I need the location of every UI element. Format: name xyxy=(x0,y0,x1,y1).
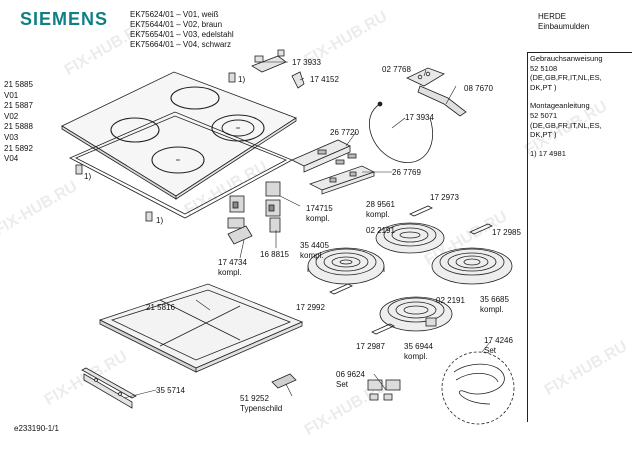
part-label: kompl. xyxy=(404,352,428,361)
footnote-marker: 1) xyxy=(84,172,92,181)
variant-entry: 21 5888 xyxy=(4,122,33,132)
part-label: kompl. xyxy=(480,305,504,314)
manual-note: Gebrauchsanweisung 52 5108 (DE,GB,FR,IT,… xyxy=(530,54,632,92)
side-notes: Gebrauchsanweisung 52 5108 (DE,GB,FR,IT,… xyxy=(530,54,632,167)
model-line: EK75624/01 – V01, weiß xyxy=(130,10,219,19)
variant-entry: 21 5885 xyxy=(4,80,33,89)
note-line: Montageanleitung xyxy=(530,101,590,111)
note-line: Gebrauchsanweisung xyxy=(530,54,603,63)
heating-element xyxy=(307,247,385,285)
variant-entry: 21 5887 xyxy=(4,101,33,111)
part-label: 26 7720 xyxy=(330,128,359,137)
part-label: 17 4152 xyxy=(310,75,339,84)
part-label: 17 4246 xyxy=(484,336,513,345)
part-label: Set xyxy=(336,380,349,389)
part-label: 17 2992 xyxy=(296,303,325,312)
part-label: kompl. xyxy=(366,210,390,219)
part-label: 35 5714 xyxy=(156,386,185,395)
variant-entry: V02 xyxy=(4,111,19,121)
part-label: 02 2191 xyxy=(436,296,465,305)
model-line: EK75654/01 – V03, edelstahl xyxy=(130,30,234,39)
heating-element xyxy=(379,296,453,332)
note-line: 1) 17 4981 xyxy=(530,148,566,158)
model-line: EK75644/01 – V02, braun xyxy=(130,20,223,29)
footnote-marker: 1) xyxy=(238,75,246,84)
part-label: kompl. xyxy=(300,251,324,260)
part-label: 17 2985 xyxy=(492,228,521,237)
part-label: Typenschild xyxy=(240,404,283,413)
part-label: 17 2973 xyxy=(430,193,459,202)
part-label: 51 9252 xyxy=(240,394,269,403)
divider xyxy=(527,52,528,422)
part-label: 28 9561 xyxy=(366,200,395,209)
note-line: DK,PT ) xyxy=(530,130,557,140)
part-label: Set xyxy=(484,346,497,355)
variant-list: 21 5885 V01 21 5887 V02 21 5888 V03 21 5… xyxy=(4,80,33,165)
part-label: 02 2191 xyxy=(366,226,395,235)
part-label: 08 7670 xyxy=(464,84,493,93)
part-label: 26 7769 xyxy=(392,168,421,177)
part-label: 17 4734 xyxy=(218,258,247,267)
footnote-marker: 1) xyxy=(156,216,164,225)
part-label: 17 3933 xyxy=(292,58,321,67)
note-line: (DE,GB,FR,IT,NL,ES, xyxy=(530,120,602,130)
model-line: EK75664/01 – V04, schwarz xyxy=(130,40,231,49)
bottom-tray xyxy=(98,283,304,373)
part-label: kompl. xyxy=(306,214,330,223)
control-board xyxy=(291,139,376,195)
mounting-rail xyxy=(81,367,137,409)
variant-entry: 21 5892 xyxy=(4,143,33,153)
variant-entry: V04 xyxy=(4,154,19,164)
part-label: 06 9624 xyxy=(336,370,365,379)
category-subtitle: Einbaumulden xyxy=(538,22,590,31)
part-label: 16 8815 xyxy=(260,250,289,259)
note-line: 52 5108 xyxy=(530,63,558,73)
variant-entry: V03 xyxy=(4,132,19,142)
heating-element xyxy=(431,247,513,285)
part-label: 35 6685 xyxy=(480,295,509,304)
mounting-clip xyxy=(75,72,236,222)
control-part xyxy=(251,49,305,89)
diagram-id: e233190-1/1 xyxy=(14,424,59,433)
installation-note: Montageanleitung 52 5071 (DE,GB,FR,IT,NL… xyxy=(530,101,632,139)
terminal-set xyxy=(367,379,401,401)
leader-lines xyxy=(123,61,491,399)
cable-set xyxy=(441,351,515,425)
part-label: 174715 xyxy=(306,204,333,213)
category-block: HERDE Einbaumulden xyxy=(538,12,589,32)
part-label: 17 2987 xyxy=(356,342,385,351)
sensor-part xyxy=(369,67,467,163)
heating-element xyxy=(375,222,445,254)
divider xyxy=(527,52,632,53)
footnote: 1) 17 4981 xyxy=(530,149,632,159)
cooktop-glass xyxy=(61,71,297,200)
category-title: HERDE xyxy=(538,12,567,21)
part-label: 02 7768 xyxy=(382,65,411,74)
part-label: 35 4405 xyxy=(300,241,329,250)
part-label: 17 3934 xyxy=(405,113,434,122)
variant-entry: V01 xyxy=(4,90,19,100)
rating-plate xyxy=(271,373,297,389)
note-line: 52 5071 xyxy=(530,110,558,120)
part-label: 35 6944 xyxy=(404,342,433,351)
note-line: (DE,GB,FR,IT,NL,ES, xyxy=(530,73,602,83)
part-label: 21 5816 xyxy=(146,303,175,312)
model-list: EK75624/01 – V01, weiß EK75644/01 – V02,… xyxy=(130,10,234,50)
spring-clip xyxy=(329,205,493,335)
part-label: kompl. xyxy=(218,268,242,277)
switch-assembly xyxy=(227,181,281,245)
note-line: DK,PT ) xyxy=(530,82,557,92)
brand-logo: SIEMENS xyxy=(20,9,109,29)
